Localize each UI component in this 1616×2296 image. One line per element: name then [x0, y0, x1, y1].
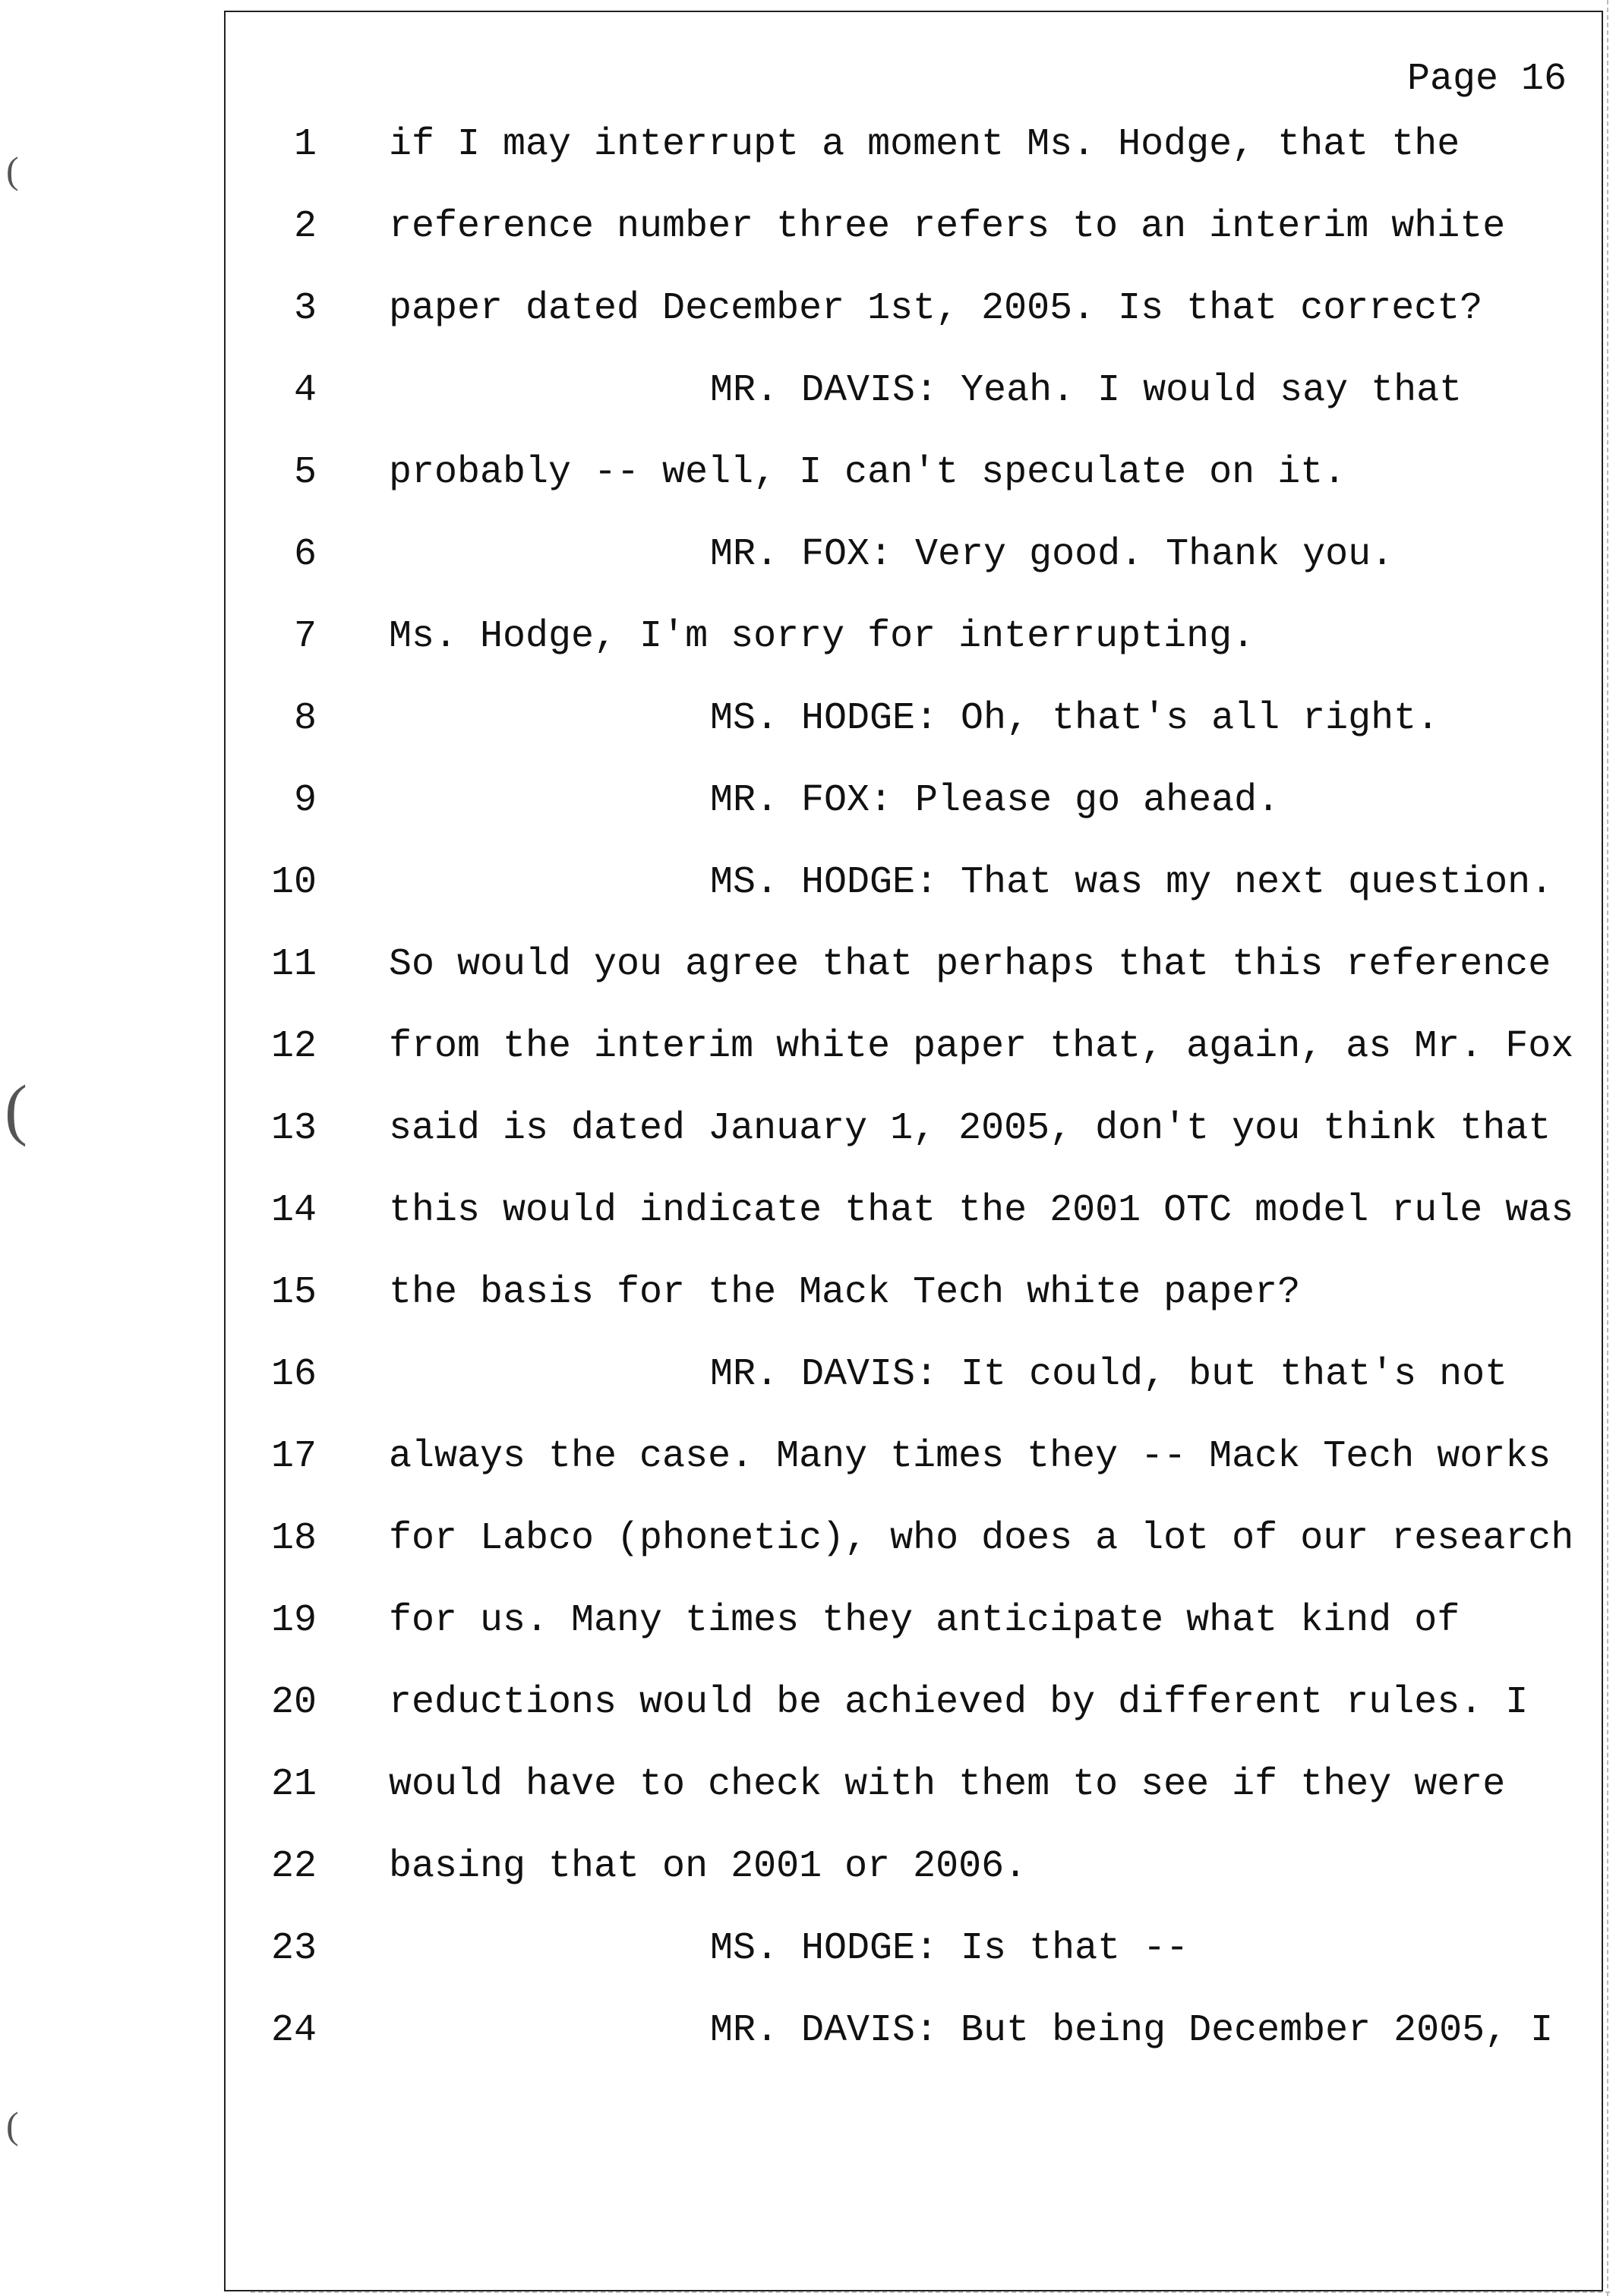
line-number: 13 [270, 1107, 317, 1150]
line-number: 17 [270, 1435, 317, 1478]
line-text: MR. DAVIS: Yeah. I would say that [710, 369, 1463, 412]
line-text: the basis for the Mack Tech white paper? [389, 1271, 1301, 1314]
line-number: 16 [270, 1353, 317, 1396]
line-text: reference number three refers to an inte… [389, 205, 1506, 248]
page-edge-bottom [251, 2291, 1610, 2293]
line-text: MS. HODGE: That was my next question. [710, 861, 1554, 904]
line-text: for Labco (phonetic), who does a lot of … [389, 1517, 1574, 1560]
line-number: 5 [293, 451, 317, 494]
line-number: 6 [293, 533, 317, 576]
line-text: paper dated December 1st, 2005. Is that … [389, 287, 1483, 330]
line-text: for us. Many times they anticipate what … [389, 1599, 1460, 1642]
line-text: would have to check with them to see if … [389, 1763, 1506, 1806]
line-number: 24 [270, 2009, 317, 2052]
line-number: 18 [270, 1517, 317, 1560]
line-number: 21 [270, 1763, 317, 1806]
line-text: Ms. Hodge, I'm sorry for interrupting. [389, 615, 1255, 658]
line-number: 22 [270, 1845, 317, 1888]
margin-mark: ( [6, 149, 19, 191]
line-number: 12 [270, 1025, 317, 1068]
line-text: probably -- well, I can't speculate on i… [389, 451, 1346, 494]
line-number: 19 [270, 1599, 317, 1642]
line-text: MR. DAVIS: But being December 2005, I [710, 2009, 1554, 2052]
line-text: said is dated January 1, 2005, don't you… [389, 1107, 1551, 1150]
line-text: MR. FOX: Very good. Thank you. [710, 533, 1394, 576]
line-number: 15 [270, 1271, 317, 1314]
line-text: MS. HODGE: Oh, that's all right. [710, 697, 1440, 740]
page-number: Page 16 [1406, 58, 1567, 101]
line-number: 10 [270, 861, 317, 904]
line-number: 8 [293, 697, 317, 740]
line-number: 2 [293, 205, 317, 248]
line-number: 14 [270, 1189, 317, 1232]
line-text: always the case. Many times they -- Mack… [389, 1435, 1551, 1478]
line-text: So would you agree that perhaps that thi… [389, 943, 1551, 986]
line-number: 11 [270, 943, 317, 986]
margin-mark: ( [6, 2104, 19, 2146]
line-number: 4 [293, 369, 317, 412]
line-text: reductions would be achieved by differen… [389, 1681, 1529, 1724]
line-text: basing that on 2001 or 2006. [389, 1845, 1027, 1888]
line-text: from the interim white paper that, again… [389, 1025, 1574, 1068]
line-number: 9 [293, 779, 317, 822]
line-text: this would indicate that the 2001 OTC mo… [389, 1189, 1574, 1232]
page-edge [1607, 0, 1611, 2296]
line-number: 1 [293, 123, 317, 166]
line-number: 23 [270, 1927, 317, 1970]
line-number: 20 [270, 1681, 317, 1724]
line-text: MR. DAVIS: It could, but that's not [710, 1353, 1508, 1396]
line-number: 3 [293, 287, 317, 330]
line-text: if I may interrupt a moment Ms. Hodge, t… [389, 123, 1460, 166]
line-text: MS. HODGE: Is that -- [710, 1927, 1189, 1970]
line-text: MR. FOX: Please go ahead. [710, 779, 1280, 822]
line-number: 7 [293, 615, 317, 658]
margin-mark: ( [5, 1072, 27, 1147]
transcript-page: Page 16 1 if I may interrupt a moment Ms.… [224, 11, 1603, 2291]
